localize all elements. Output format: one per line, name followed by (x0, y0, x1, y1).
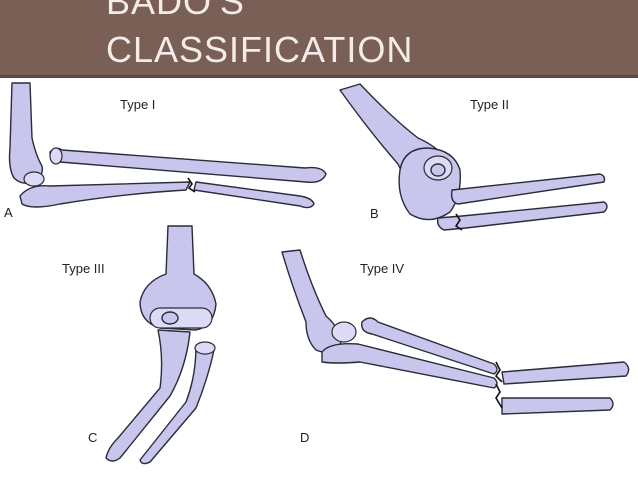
bado-classification-figure: Type I A Type II B Type III C (0, 78, 638, 479)
panel-d-radius-distal (502, 362, 629, 384)
panel-c-letter: C (88, 430, 97, 445)
panel-b-letter: B (370, 206, 379, 221)
panel-b-radius (452, 174, 605, 204)
panel-c-radius-head (195, 342, 215, 354)
panel-c-type-3: Type III C (62, 226, 216, 464)
panel-b-type-2: Type II B (340, 84, 607, 230)
panel-c-ulna (106, 330, 190, 461)
panel-c-type-label: Type III (62, 261, 105, 276)
panel-b-ulna (438, 202, 607, 230)
panel-a-type-label: Type I (120, 97, 155, 112)
slide-title-line-1: BADO'S (106, 0, 245, 20)
panel-b-type-label: Type II (470, 97, 509, 112)
panel-b-trochlea-inner (431, 164, 445, 176)
panel-d-letter: D (300, 430, 309, 445)
panel-c-trochlea (150, 308, 212, 328)
panel-a-radius-head (50, 148, 62, 164)
panel-a-ulna-proximal (20, 182, 190, 207)
panel-d-fracture-ulna (496, 384, 502, 408)
panel-a-humerus (10, 83, 43, 183)
panel-d-capitulum (332, 322, 356, 342)
panel-a-type-1: Type I A (4, 83, 326, 220)
panel-d-humerus (282, 250, 341, 352)
panel-a-radius (50, 148, 326, 182)
panel-a-radial-head (24, 172, 44, 186)
slide-header: BADO'S CLASSIFICATION (0, 0, 638, 75)
panel-a-ulna-distal (194, 182, 314, 208)
slide-title-line-2: CLASSIFICATION (106, 32, 413, 68)
panel-a-letter: A (4, 205, 13, 220)
panel-d-type-4: Type IV D (282, 250, 629, 445)
panel-d-ulna-distal (502, 398, 613, 414)
panel-d-type-label: Type IV (360, 261, 404, 276)
panel-c-trochlea-inner (162, 312, 178, 324)
